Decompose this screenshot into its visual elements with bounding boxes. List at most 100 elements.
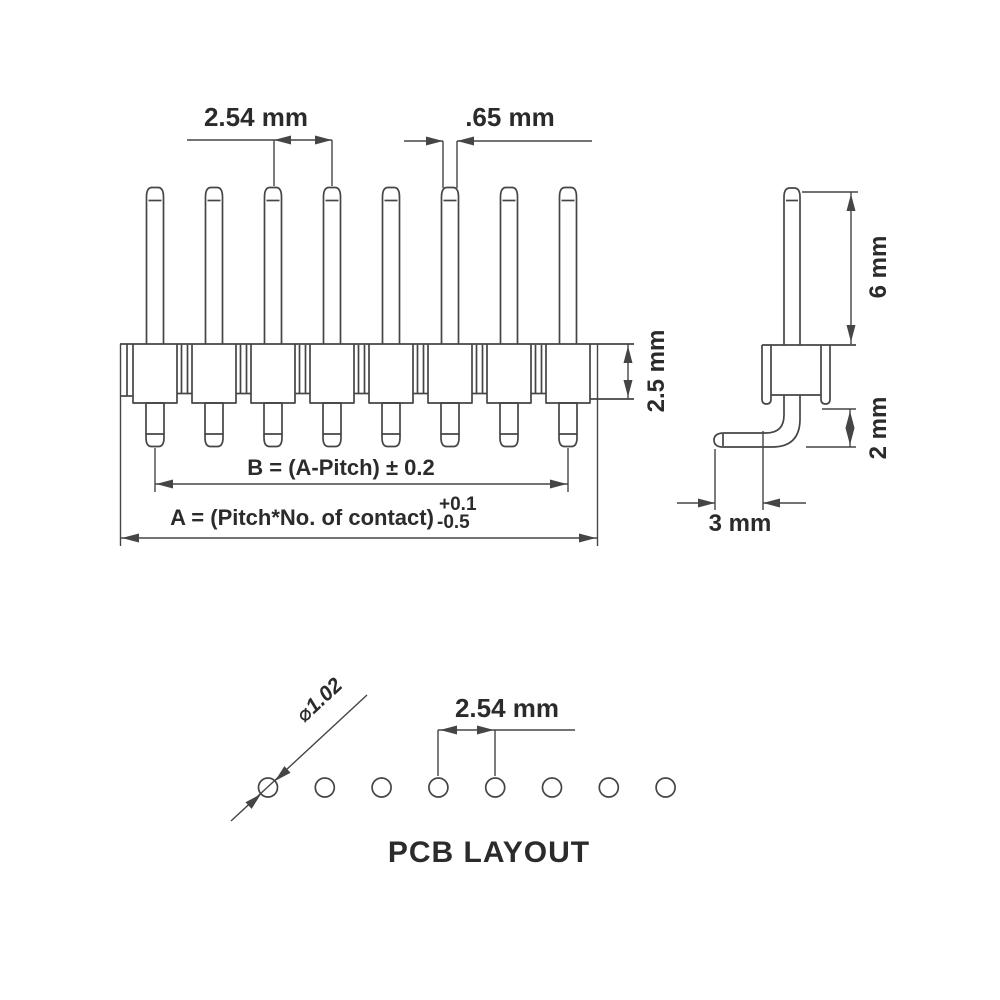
dim-hole-pitch: 2.54 mm	[437, 693, 575, 776]
arrowhead	[457, 136, 474, 146]
dim-a-tolerance-minus: -0.5	[437, 512, 470, 533]
pcb-hole	[655, 777, 676, 798]
arrowhead	[275, 766, 291, 781]
dim-a: A = (Pitch*No. of contact) +0.1 -0.5	[119, 344, 599, 546]
insulator-block	[486, 344, 532, 404]
pin-tail-tip	[499, 434, 519, 448]
front-pin	[427, 186, 487, 448]
arrowhead	[426, 136, 443, 146]
side-body	[761, 344, 856, 405]
arrowhead	[122, 533, 139, 543]
pcb-holes	[257, 777, 676, 798]
pin-tail	[558, 402, 578, 435]
dim-b-label: B = (A-Pitch) ± 0.2	[247, 455, 435, 480]
dim-insulator-height: 2.5 mm	[627, 330, 670, 413]
insulator-band	[120, 343, 634, 400]
insulator-block	[250, 344, 296, 404]
arrowhead	[440, 725, 457, 735]
pin-tail	[145, 402, 165, 435]
pcb-layout-caption: PCB LAYOUT	[388, 836, 590, 869]
dim-hole-diameter: ⌀1.02	[230, 673, 368, 822]
arrowhead	[846, 325, 856, 342]
pin-tail	[204, 402, 224, 435]
lead-length-label: 3 mm	[709, 510, 772, 537]
front-pin	[250, 186, 310, 448]
arrowhead	[274, 135, 291, 145]
arrowhead	[579, 533, 596, 543]
front-view: 2.54 mm .65 mm 2.5 mm B = (A-Pitch) ± 0.…	[119, 102, 670, 546]
hole-pitch-label: 2.54 mm	[455, 693, 559, 723]
dim-pin-height: 6 mm	[802, 191, 892, 344]
pin-top	[440, 186, 460, 344]
dim-pitch-top: 2.54 mm	[187, 102, 333, 186]
arrowhead	[763, 498, 780, 508]
insulator-block	[191, 344, 237, 404]
pin-top	[322, 186, 342, 344]
lead-offset-label: 2 mm	[865, 397, 892, 460]
insulator-height-label: 2.5 mm	[643, 330, 670, 413]
dim-lead-length: 3 mm	[677, 431, 806, 537]
arrowhead	[845, 428, 855, 445]
pcb-hole	[371, 777, 392, 798]
front-pin	[545, 186, 591, 448]
pcb-hole	[484, 777, 506, 798]
arrowhead	[477, 725, 494, 735]
pin-tail	[440, 402, 460, 435]
pin-tail-tip	[204, 434, 224, 448]
arrowhead	[156, 479, 173, 489]
pcb-hole	[314, 777, 336, 798]
arrowhead	[245, 794, 261, 809]
pin-tail-tip	[263, 434, 283, 448]
dimension-arrowheads	[122, 135, 856, 809]
front-pin	[486, 186, 546, 448]
arrowhead	[315, 135, 332, 145]
side-view: 6 mm 2 mm 3 mm	[677, 187, 892, 537]
front-pin	[309, 186, 369, 448]
dim-pin-width: .65 mm	[404, 102, 592, 188]
arrowhead	[623, 380, 633, 397]
pin-top	[204, 186, 224, 344]
arrowhead	[698, 498, 715, 508]
dim-a-label: A = (Pitch*No. of contact)	[170, 505, 434, 530]
front-pin	[132, 186, 192, 448]
front-pins	[132, 186, 591, 448]
pin-top	[499, 186, 519, 344]
pin-tail-tip	[440, 434, 460, 448]
pin-tail	[499, 402, 519, 435]
arrowhead	[550, 479, 567, 489]
insulator-block	[545, 344, 591, 404]
pin-height-label: 6 mm	[865, 236, 892, 299]
dim-b: B = (A-Pitch) ± 0.2	[154, 448, 569, 492]
arrowhead	[623, 346, 633, 363]
pin-top	[263, 186, 283, 344]
insulator-block	[132, 344, 178, 404]
pcb-layout-view: ⌀1.02 2.54 mm PCB LAYOUT	[230, 673, 676, 869]
hole-diameter-label: ⌀1.02	[292, 673, 347, 727]
pin-tail	[381, 402, 401, 435]
front-pin	[368, 186, 428, 448]
insulator-block	[309, 344, 355, 404]
pcb-hole	[257, 777, 279, 798]
pcb-hole	[598, 777, 620, 798]
pin-tail-tip	[558, 434, 578, 448]
side-pin	[783, 187, 801, 345]
pin-width-label: .65 mm	[465, 102, 555, 132]
pcb-hole	[541, 777, 563, 798]
pitch-top-label: 2.54 mm	[204, 102, 308, 132]
insulator-block	[368, 344, 414, 404]
pin-top	[558, 186, 578, 344]
insulator-block	[427, 344, 473, 404]
pin-tail-tip	[145, 434, 165, 448]
arrowhead	[845, 411, 855, 428]
dim-a-tolerance-plus: +0.1	[439, 494, 477, 515]
pcb-hole	[428, 777, 449, 798]
bent-lead	[713, 395, 801, 448]
pin-tail-tip	[381, 434, 401, 448]
pin-tail-tip	[322, 434, 342, 448]
arrowhead	[846, 194, 856, 211]
front-pin	[191, 186, 251, 448]
pin-top	[145, 186, 165, 344]
pin-tail	[322, 402, 342, 435]
